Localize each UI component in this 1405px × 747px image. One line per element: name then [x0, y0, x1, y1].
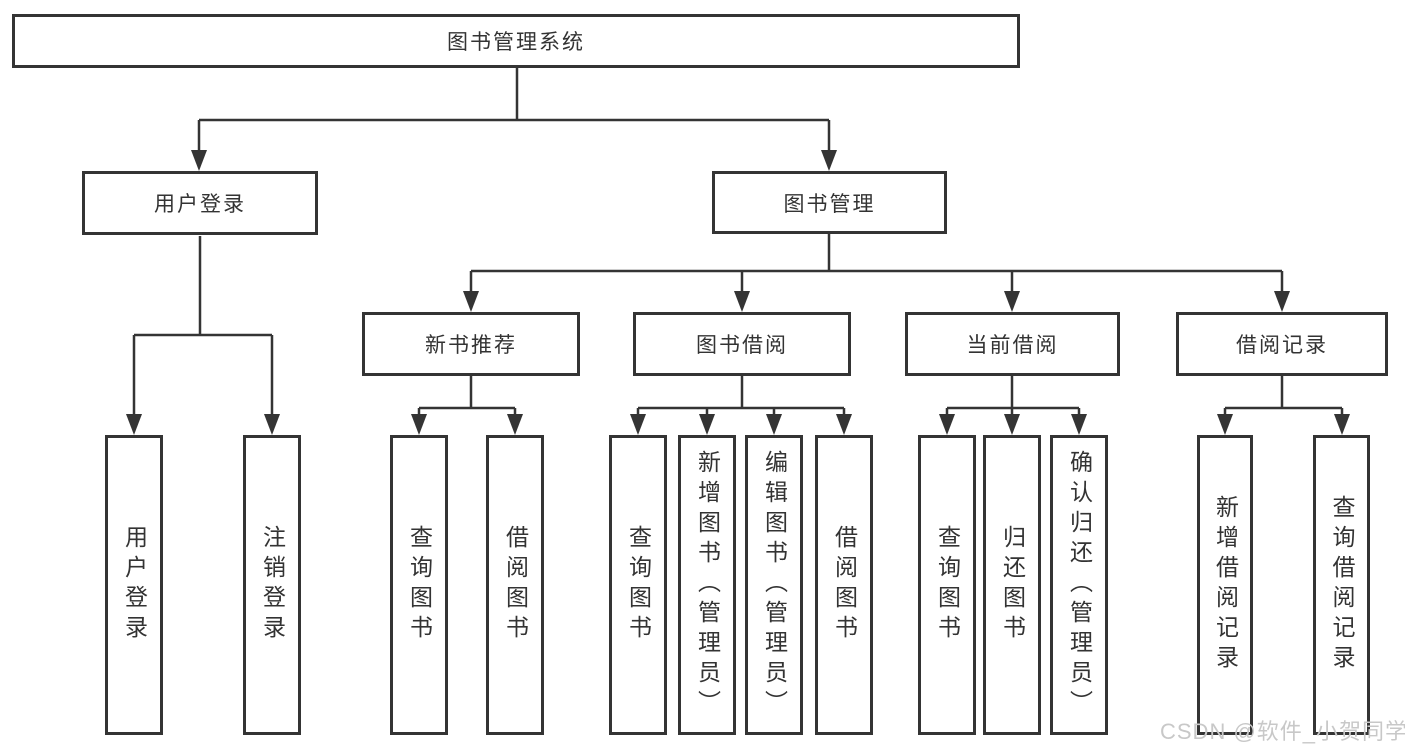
leaf-add-borrow-record: 新增借阅记录 — [1197, 435, 1253, 735]
leaf-search-books-recommend: 查询图书 — [390, 435, 448, 735]
leaf-add-book-admin: 新增图书（管理员） — [678, 435, 736, 735]
node-new-book-recommend: 新书推荐 — [362, 312, 580, 376]
leaf-borrow-books-recommend: 借阅图书 — [486, 435, 544, 735]
csdn-watermark: CSDN @软件_小贺同学 — [1160, 719, 1405, 744]
node-root: 图书管理系统 — [12, 14, 1020, 68]
node-user-login: 用户登录 — [82, 171, 318, 235]
leaf-logout: 注销登录 — [243, 435, 301, 735]
leaf-borrow-books-borrowing: 借阅图书 — [815, 435, 873, 735]
node-book-borrowing: 图书借阅 — [633, 312, 851, 376]
leaf-search-books-borrowing: 查询图书 — [609, 435, 667, 735]
node-book-management: 图书管理 — [712, 171, 947, 234]
arrowheads — [126, 150, 1350, 435]
node-borrowing-records: 借阅记录 — [1176, 312, 1388, 376]
leaf-edit-book-admin: 编辑图书（管理员） — [745, 435, 803, 735]
leaf-return-book: 归还图书 — [983, 435, 1041, 735]
leaf-confirm-return-admin: 确认归还（管理员） — [1050, 435, 1108, 735]
leaf-search-borrow-record: 查询借阅记录 — [1313, 435, 1370, 735]
leaf-search-books-current: 查询图书 — [918, 435, 976, 735]
leaf-user-login: 用户登录 — [105, 435, 163, 735]
node-current-borrowing: 当前借阅 — [905, 312, 1120, 376]
